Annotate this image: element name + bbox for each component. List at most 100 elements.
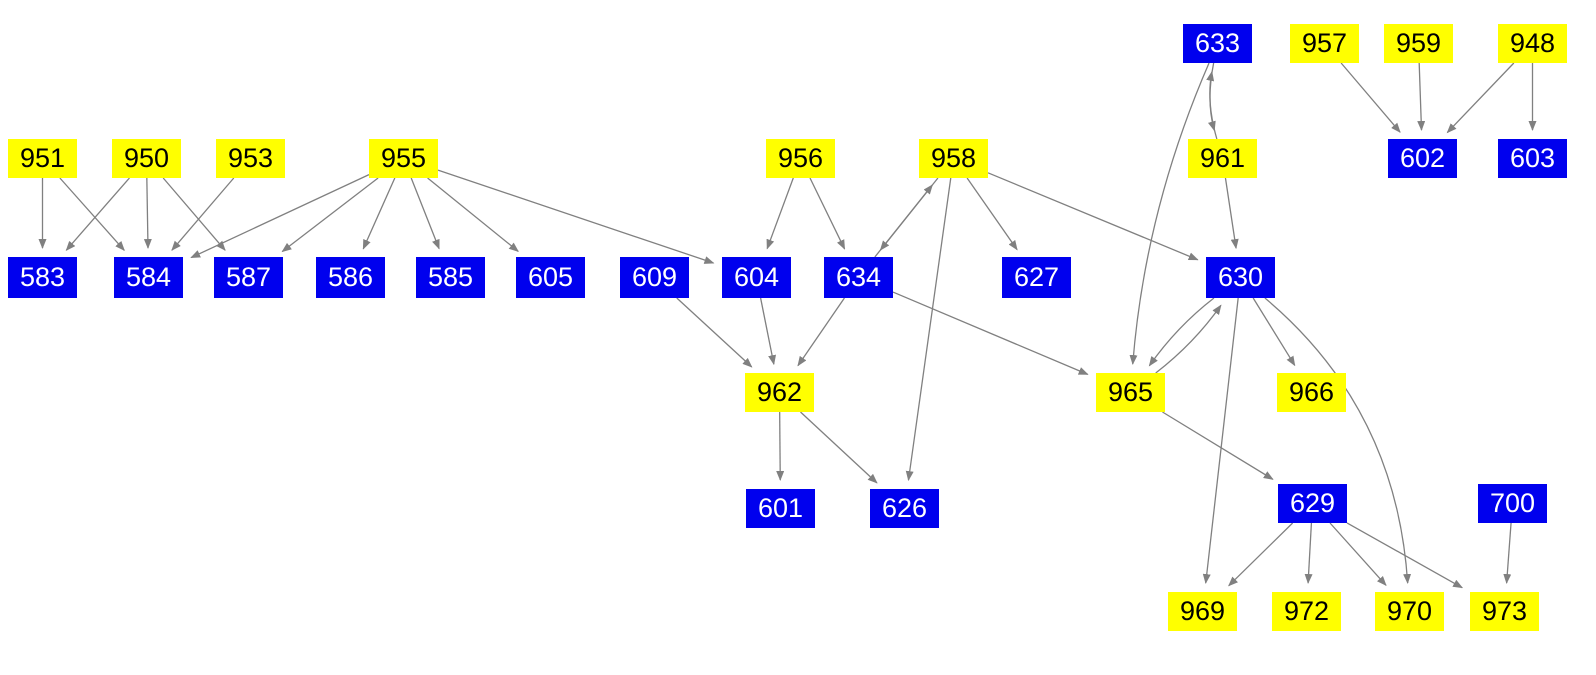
graph-edge-965-to-629 — [1162, 411, 1274, 480]
graph-node-label: 630 — [1217, 262, 1264, 292]
graph-node-972[interactable]: 972 — [1272, 592, 1341, 631]
graph-node-label: 627 — [1013, 262, 1060, 292]
graph-edge-955-to-585 — [410, 177, 440, 250]
graph-edge-958-to-634 — [879, 177, 939, 251]
graph-edge-955-to-587 — [281, 177, 379, 253]
graph-edge-957-to-602 — [1340, 62, 1401, 133]
graph-node-label: 585 — [427, 262, 474, 292]
graph-node-630[interactable]: 630 — [1206, 257, 1275, 298]
graph-node-626[interactable]: 626 — [870, 489, 939, 528]
graph-node-label: 609 — [631, 262, 678, 292]
graph-edge-633-to-961 — [1207, 62, 1216, 132]
graph-node-962[interactable]: 962 — [745, 373, 814, 412]
graph-node-629[interactable]: 629 — [1278, 484, 1347, 523]
graph-edge-630-to-970 — [1264, 297, 1412, 585]
graph-edge-955-to-604 — [437, 169, 715, 264]
graph-node-605[interactable]: 605 — [516, 257, 585, 298]
graph-node-585[interactable]: 585 — [416, 257, 485, 298]
graph-edge-953-to-584 — [171, 177, 235, 251]
graph-edge-955-to-605 — [427, 177, 519, 252]
graph-edge-958-to-626 — [905, 177, 952, 482]
graph-node-627[interactable]: 627 — [1002, 257, 1071, 298]
graph-edge-629-to-972 — [1304, 522, 1313, 585]
graph-edge-950-to-583 — [65, 177, 130, 251]
graph-node-label: 953 — [227, 143, 274, 173]
graph-node-label: 958 — [930, 143, 977, 173]
graph-node-965[interactable]: 965 — [1096, 373, 1165, 412]
graph-node-label: 584 — [125, 262, 172, 292]
graph-edge-629-to-969 — [1228, 522, 1294, 587]
graph-node-label: 956 — [777, 143, 824, 173]
graph-node-586[interactable]: 586 — [316, 257, 385, 298]
graph-node-label: 973 — [1481, 596, 1528, 626]
graph-node-602[interactable]: 602 — [1388, 139, 1457, 178]
graph-node-966[interactable]: 966 — [1277, 373, 1346, 412]
graph-node-587[interactable]: 587 — [214, 257, 283, 298]
graph-node-950[interactable]: 950 — [112, 139, 181, 178]
graph-node-961[interactable]: 961 — [1188, 139, 1257, 178]
graph-node-label: 603 — [1509, 143, 1556, 173]
graph-edge-634-to-958 — [874, 184, 933, 258]
graph-node-label: 633 — [1194, 28, 1241, 58]
graph-node-959[interactable]: 959 — [1384, 24, 1453, 63]
graph-node-label: 955 — [380, 143, 427, 173]
graph-node-label: 586 — [327, 262, 374, 292]
graph-node-label: 700 — [1489, 488, 1536, 518]
graph-node-583[interactable]: 583 — [8, 257, 77, 298]
graph-node-label: 602 — [1399, 143, 1446, 173]
graph-node-700[interactable]: 700 — [1478, 484, 1547, 523]
graph-node-948[interactable]: 948 — [1498, 24, 1567, 63]
graph-node-955[interactable]: 955 — [369, 139, 438, 178]
graph-node-584[interactable]: 584 — [114, 257, 183, 298]
graph-edge-962-to-601 — [776, 411, 785, 481]
graph-edge-950-to-587 — [162, 177, 226, 251]
graph-node-label: 962 — [756, 377, 803, 407]
graph-edge-955-to-586 — [362, 177, 396, 250]
graph-node-label: 951 — [19, 143, 66, 173]
graph-node-973[interactable]: 973 — [1470, 592, 1539, 631]
graph-node-label: 961 — [1199, 143, 1246, 173]
graph-node-label: 966 — [1288, 377, 1335, 407]
graph-edge-629-to-973 — [1346, 522, 1464, 589]
graph-node-957[interactable]: 957 — [1290, 24, 1359, 63]
graph-edge-630-to-965 — [1148, 297, 1215, 367]
graph-node-label: 970 — [1386, 596, 1433, 626]
graph-node-958[interactable]: 958 — [919, 139, 988, 178]
graph-node-label: 959 — [1395, 28, 1442, 58]
graph-edge-700-to-973 — [1503, 522, 1512, 585]
graph-node-601[interactable]: 601 — [746, 489, 815, 528]
graph-node-label: 950 — [123, 143, 170, 173]
graph-edge-634-to-962 — [797, 297, 845, 367]
graph-node-label: 948 — [1509, 28, 1556, 58]
graph-node-label: 957 — [1301, 28, 1348, 58]
graph-edge-951-to-584 — [59, 177, 125, 252]
graph-node-label: 604 — [733, 262, 780, 292]
graph-node-634[interactable]: 634 — [824, 257, 893, 298]
graph-edge-629-to-970 — [1329, 522, 1387, 587]
graph-node-969[interactable]: 969 — [1168, 592, 1237, 631]
graph-edge-955-to-584 — [190, 174, 370, 259]
graph-edge-948-to-602 — [1446, 62, 1515, 134]
graph-edge-630-to-969 — [1202, 297, 1239, 585]
graph-node-label: 972 — [1283, 596, 1330, 626]
graph-edge-961-to-633 — [1206, 70, 1218, 140]
graph-node-604[interactable]: 604 — [722, 257, 791, 298]
graph-node-label: 965 — [1107, 377, 1154, 407]
graph-edge-950-to-584 — [143, 177, 152, 250]
graph-edge-956-to-634 — [809, 177, 846, 250]
graph-node-970[interactable]: 970 — [1375, 592, 1444, 631]
graph-node-label: 629 — [1289, 488, 1336, 518]
graph-node-609[interactable]: 609 — [620, 257, 689, 298]
graph-node-633[interactable]: 633 — [1183, 24, 1252, 63]
graph-node-603[interactable]: 603 — [1498, 139, 1567, 178]
graph-node-label: 969 — [1179, 596, 1226, 626]
graph-node-label: 634 — [835, 262, 882, 292]
graph-edge-958-to-630 — [987, 172, 1199, 261]
graph-edge-965-to-630 — [1155, 304, 1222, 374]
graph-node-951[interactable]: 951 — [8, 139, 77, 178]
graph-node-956[interactable]: 956 — [766, 139, 835, 178]
graph-node-label: 626 — [881, 493, 928, 523]
graph-node-953[interactable]: 953 — [216, 139, 285, 178]
